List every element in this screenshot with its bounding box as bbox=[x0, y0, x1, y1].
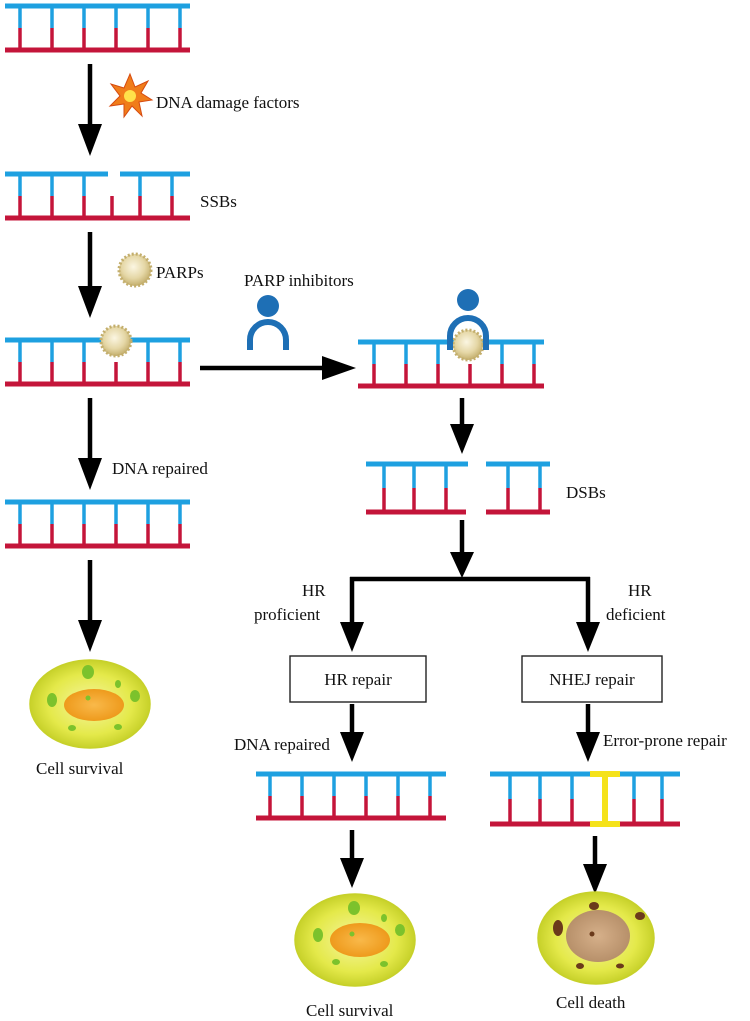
label-damage-factors: DNA damage factors bbox=[156, 93, 300, 112]
label-hr-repair: HR repair bbox=[324, 670, 392, 689]
error-link-icon bbox=[590, 771, 620, 827]
arrow-nhej-error bbox=[576, 704, 600, 762]
arrow-damage bbox=[78, 64, 102, 156]
arrow-survival-right bbox=[340, 830, 364, 888]
dna-parp-bound bbox=[5, 324, 190, 387]
dna-repaired-right bbox=[256, 771, 446, 821]
label-dsbs: DSBs bbox=[566, 483, 606, 502]
label-cell-survival-right: Cell survival bbox=[306, 1001, 394, 1020]
label-parps: PARPs bbox=[156, 263, 204, 282]
label-hr-proficient-line2: proficient bbox=[254, 605, 320, 624]
arrow-death bbox=[583, 836, 607, 894]
label-nhej-repair: NHEJ repair bbox=[549, 670, 635, 689]
label-cell-death: Cell death bbox=[556, 993, 626, 1012]
dna-repaired-left bbox=[5, 499, 190, 549]
label-error-prone: Error-prone repair bbox=[603, 731, 727, 750]
label-dna-repaired-left: DNA repaired bbox=[112, 459, 208, 478]
arrow-inhibitor bbox=[200, 356, 356, 380]
dna-parp-trapped bbox=[358, 289, 544, 389]
label-hr-deficient-line1: HR bbox=[628, 581, 652, 600]
damage-burst-icon bbox=[108, 72, 154, 119]
branch-connector bbox=[340, 520, 600, 652]
hr-repair-box bbox=[289, 655, 427, 703]
label-parp-inhibitors: PARP inhibitors bbox=[244, 271, 354, 290]
arrow-survival-left bbox=[78, 560, 102, 652]
label-ssbs: SSBs bbox=[200, 192, 237, 211]
arrow-parp-recruit bbox=[78, 232, 102, 318]
nhej-repair-box bbox=[521, 655, 663, 703]
label-hr-deficient-line2: deficient bbox=[606, 605, 666, 624]
dna-dsb bbox=[366, 461, 550, 515]
label-cell-survival-left: Cell survival bbox=[36, 759, 124, 778]
arrow-hr-repaired bbox=[340, 704, 364, 762]
dna-error-prone bbox=[490, 771, 680, 827]
dna-intact bbox=[5, 3, 190, 53]
parp-trapped-icon bbox=[451, 328, 485, 362]
arrow-dsb bbox=[450, 398, 474, 454]
dna-ssb bbox=[5, 171, 190, 221]
inhibitor-bound-icon bbox=[447, 289, 489, 350]
label-dna-repaired-right: DNA repaired bbox=[234, 735, 330, 754]
arrow-repair-left bbox=[78, 398, 102, 490]
parp-bound-icon bbox=[99, 324, 133, 358]
cell-death-icon bbox=[537, 891, 655, 985]
parp-inhibitor-icon bbox=[247, 295, 289, 350]
label-hr-proficient-line1: HR bbox=[302, 581, 326, 600]
cell-survival-left-icon bbox=[29, 659, 151, 749]
parp-icon bbox=[117, 252, 153, 288]
cell-survival-right-icon bbox=[294, 893, 416, 987]
